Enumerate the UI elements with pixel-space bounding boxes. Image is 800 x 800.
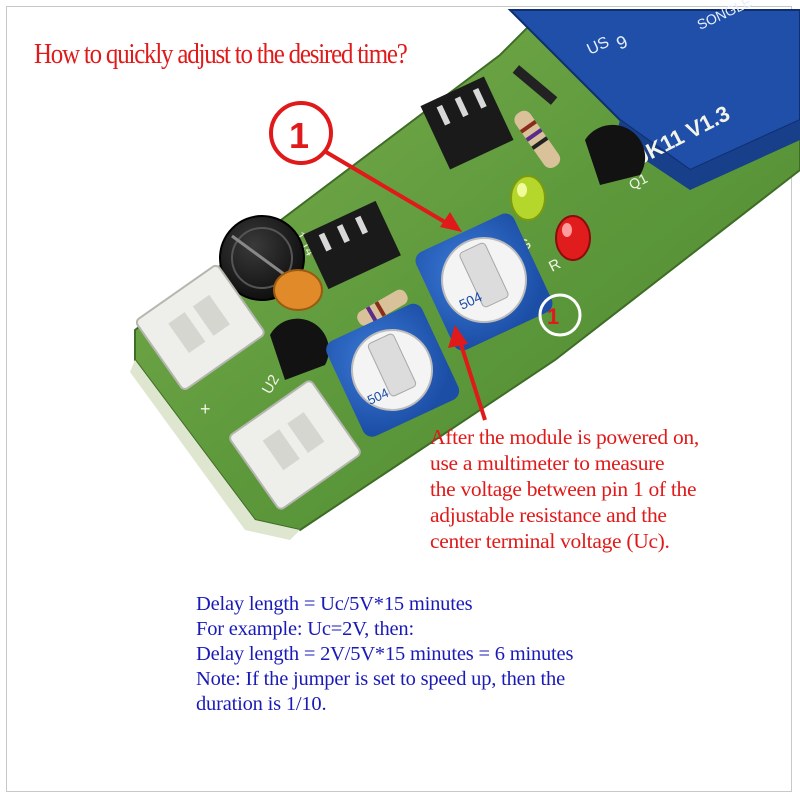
trimmer-potentiometer-bottom: 504 [326,303,460,437]
power-connector [135,264,265,390]
transistor-q1 [585,124,646,185]
trimmer-potentiometer-top: 504 [415,213,553,351]
diode [512,65,558,105]
formula-line: duration is 1/10. [196,693,327,715]
svg-text:1: 1 [547,304,559,329]
callout-line: adjustable resistance and the [430,503,667,527]
callout-line: the voltage between pin 1 of the [430,477,697,501]
plus-silkscreen: + [200,399,211,419]
transistor-u2 [270,318,329,380]
led-red [555,215,591,261]
jumper-header-top [420,76,514,170]
pin1-marker: 1 [538,293,582,337]
led-green [510,175,546,221]
callout-line: use a multimeter to measure [430,451,665,475]
formula-text: Delay length = Uc/5V*15 minutes For exam… [196,592,573,717]
ceramic-capacitor [273,269,323,311]
formula-line: Delay length = 2V/5V*15 minutes = 6 minu… [196,643,574,665]
callout-line: center terminal voltage (Uc). [430,529,670,553]
svg-text:1: 1 [289,115,309,156]
step-badge: 1 [269,101,333,165]
step-arrow [324,150,462,232]
resistor-bottom [357,289,408,326]
jumper-header-middle [303,200,401,290]
formula-line: Note: If the jumper is set to speed up, … [196,668,565,690]
resistor-top [514,110,561,169]
page-title: How to quickly adjust to the desired tim… [34,38,408,70]
formula-line: For example: Uc=2V, then: [196,618,414,640]
callout-text: After the module is powered on, use a mu… [430,424,790,554]
callout-line: After the module is powered on, [430,425,699,449]
pcb-board-edge [130,360,300,540]
image-frame [6,6,792,792]
callout-arrow [448,325,487,421]
output-connector [229,380,361,510]
relay: US 9 SONGLE [507,0,800,190]
formula-line: Delay length = Uc/5V*15 minutes [196,593,473,615]
